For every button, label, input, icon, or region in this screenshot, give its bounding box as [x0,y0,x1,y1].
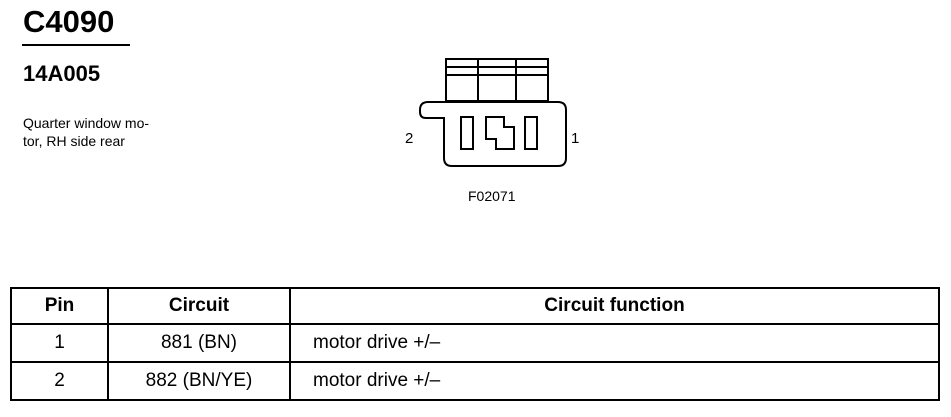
table-row: 1 881 (BN) motor drive +/– [10,323,940,363]
terminal-slot-1 [524,116,538,150]
connector-description: Quarter window mo- tor, RH side rear [23,114,198,150]
connector-id: C4090 [23,4,115,39]
connector-drawing [419,58,567,167]
connector-body [419,101,567,167]
header-circuit-function: Circuit function [289,287,940,325]
figure-code: F02071 [468,188,516,204]
cell-function: motor drive +/– [289,323,940,363]
cell-function: motor drive +/– [289,361,940,401]
header-circuit: Circuit [107,287,291,325]
table-row: 2 882 (BN/YE) motor drive +/– [10,361,940,401]
title-underline [22,44,130,46]
pinout-table: Pin Circuit Circuit function 1 881 (BN) … [10,287,940,401]
cell-circuit: 881 (BN) [107,323,291,363]
cell-pin: 1 [10,323,109,363]
table-header-row: Pin Circuit Circuit function [10,287,940,325]
description-line-1: Quarter window mo- [23,115,150,131]
terminal-slot-2 [460,116,474,150]
connector-face-diagram: 2 1 F02071 [390,50,610,220]
latch-block [445,58,549,102]
part-number: 14A005 [23,61,101,86]
header-pin: Pin [10,287,109,325]
pin-label-right: 1 [571,130,580,147]
keying-feature [485,116,515,150]
cell-pin: 2 [10,361,109,401]
description-line-2: tor, RH side rear [23,133,125,149]
cell-circuit: 882 (BN/YE) [107,361,291,401]
pin-label-left: 2 [405,130,414,147]
